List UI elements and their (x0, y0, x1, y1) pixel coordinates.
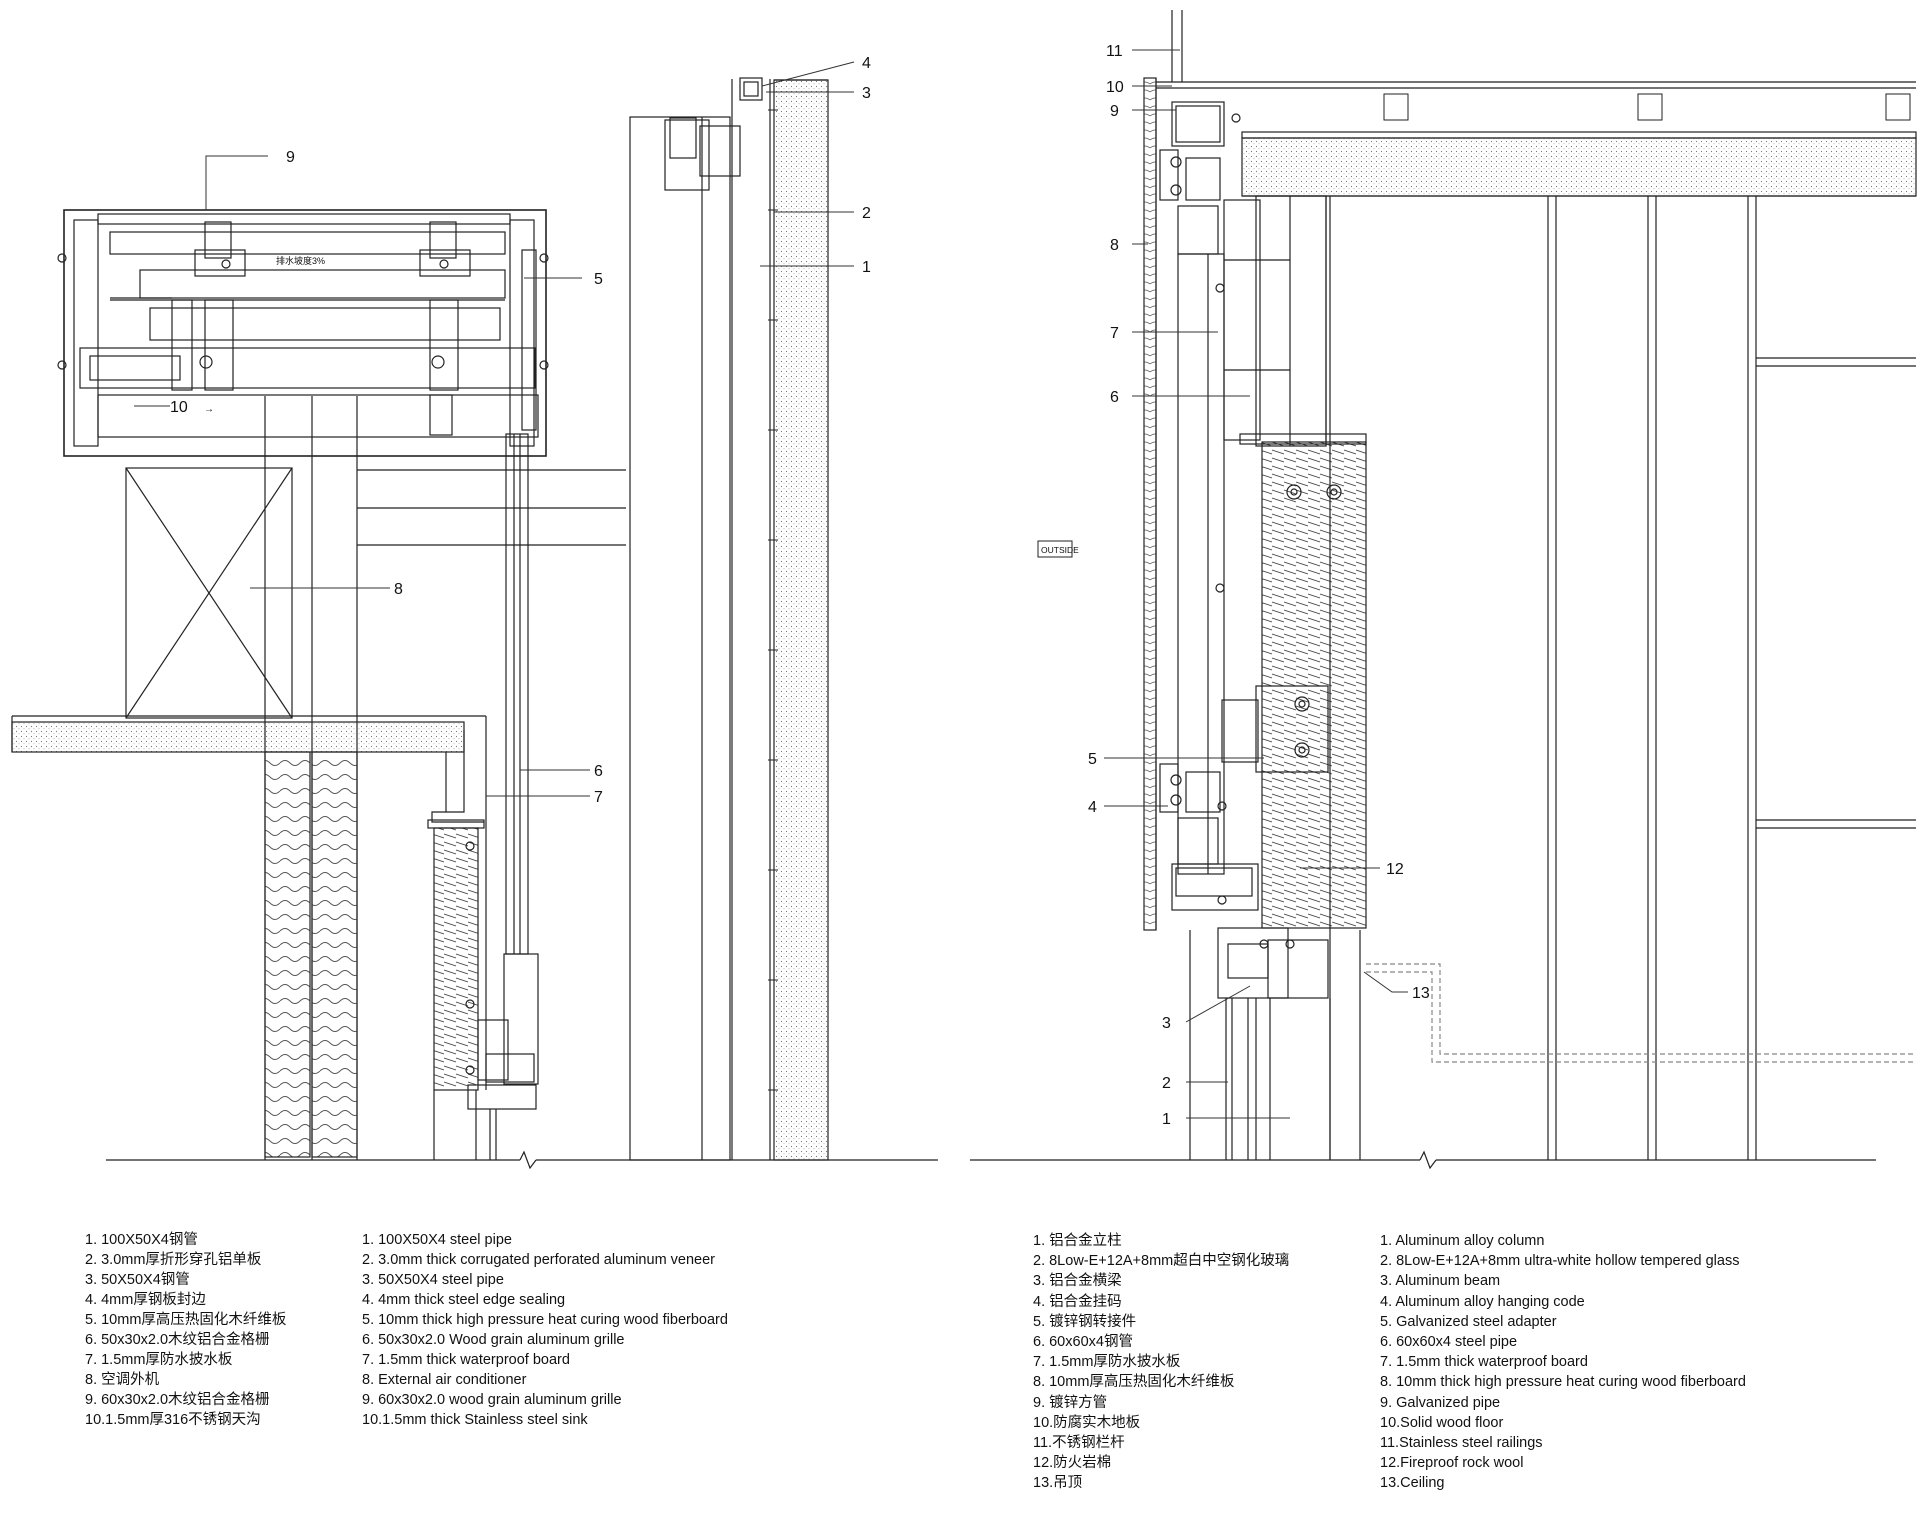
legend-item: 5. 10mm厚高压热固化木纤维板 (85, 1312, 287, 1328)
legend-item: 10.1.5mm厚316不锈钢天沟 (85, 1412, 261, 1428)
left-callouts: 9 10 8 5 6 7 4 3 2 1 (170, 55, 871, 806)
legend-item: 6. 50x30x2.0木纹铝合金格栅 (85, 1332, 270, 1348)
legend-left-chinese: 1. 100X50X4钢管 2. 3.0mm厚折形穿孔铝单板 3. 50X50X4钢… (85, 1230, 286, 1430)
legend-item: 10.防腐实木地板 (1033, 1414, 1141, 1431)
legend-item: 1. 铝合金立柱 (1033, 1233, 1122, 1249)
right-callout-7: 7 (1110, 325, 1119, 342)
legend-item: 12.Fireproof rock wool (1380, 1455, 1524, 1472)
legend-item: 7. 1.5mm thick waterproof board (362, 1352, 570, 1368)
legend-item: 11.Stainless steel railings (1380, 1434, 1543, 1451)
legend-item: 9. 60x30x2.0木纹铝合金格栅 (85, 1392, 270, 1408)
legend-item: 6. 50x30x2.0 Wood grain aluminum grille (362, 1332, 625, 1348)
legend-item: 8. External air conditioner (362, 1372, 527, 1388)
legend-item: 10.Solid wood floor (1380, 1414, 1504, 1431)
right-section-drawing (970, 10, 1917, 1170)
right-callout-11: 11 (1106, 43, 1123, 60)
legend-item: 3. 50X50X4 steel pipe (362, 1272, 504, 1288)
left-callout-2: 2 (862, 205, 871, 222)
legend-item: 7. 1.5mm厚防水披水板 (85, 1352, 233, 1368)
left-callout-10: 10 (170, 399, 188, 416)
outside-tag: OUTSIDE (1041, 545, 1079, 555)
legend-left-english: 1. 100X50X4 steel pipe 2. 3.0mm thick cor… (362, 1230, 728, 1430)
right-callout-3: 3 (1162, 1015, 1171, 1032)
legend-item: 5. 镀锌钢转接件 (1033, 1313, 1137, 1330)
right-callout-8: 8 (1110, 237, 1119, 254)
legend-item: 1. 100X50X4钢管 (85, 1232, 198, 1248)
legend-item: 10.1.5mm thick Stainless steel sink (362, 1412, 588, 1428)
legend-item: 3. 50X50X4钢管 (85, 1272, 190, 1288)
legend-item: 6. 60x60x4钢管 (1033, 1333, 1133, 1350)
right-callouts: 11 10 9 8 7 6 5 4 12 13 3 2 1 (1088, 43, 1430, 1128)
left-callout-4: 4 (862, 55, 871, 72)
legend-item: 4. 铝合金挂码 (1033, 1293, 1122, 1310)
legend-item: 13.Ceiling (1380, 1475, 1445, 1492)
legend-item: 3. 铝合金横梁 (1033, 1273, 1122, 1290)
legend-item: 8. 10mm thick high pressure heat curing … (1380, 1374, 1746, 1391)
svg-text:→: → (204, 404, 214, 415)
right-callout-13: 13 (1412, 985, 1430, 1002)
legend-item: 1. 100X50X4 steel pipe (362, 1232, 512, 1248)
left-callout-5: 5 (594, 271, 603, 288)
legend-item: 9. 60x30x2.0 wood grain aluminum grille (362, 1392, 622, 1408)
right-callout-9: 9 (1110, 103, 1119, 120)
right-callout-4: 4 (1088, 799, 1097, 816)
left-callout-7: 7 (594, 789, 603, 806)
legend-item: 2. 3.0mm thick corrugated perforated alu… (362, 1252, 716, 1268)
left-callout-9: 9 (286, 149, 295, 166)
slope-note: 排水坡度3% (276, 255, 325, 266)
legend-item: 4. Aluminum alloy hanging code (1380, 1293, 1585, 1310)
legend-item: 9. Galvanized pipe (1380, 1394, 1501, 1411)
legend-item: 5. Galvanized steel adapter (1380, 1313, 1557, 1330)
right-callout-10: 10 (1106, 79, 1124, 96)
legend-item: 12.防火岩棉 (1033, 1455, 1112, 1472)
legend-item: 8. 10mm厚高压热固化木纤维板 (1033, 1374, 1235, 1391)
legend-item: 11.不锈钢栏杆 (1033, 1434, 1125, 1451)
legend-item: 1. Aluminum alloy column (1380, 1233, 1545, 1249)
legend-right-english: 1. Aluminum alloy column 2. 8Low-E+12A+8m… (1380, 1231, 1746, 1493)
legend-item: 7. 1.5mm厚防水披水板 (1033, 1354, 1181, 1371)
legend-item: 4. 4mm厚钢板封边 (85, 1292, 206, 1308)
legend-item: 2. 8Low-E+12A+8mm超白中空钢化玻璃 (1033, 1253, 1290, 1270)
legend-item: 13.吊顶 (1033, 1475, 1083, 1492)
left-callout-8: 8 (394, 581, 403, 598)
right-callout-2: 2 (1162, 1075, 1171, 1092)
legend-item: 5. 10mm thick high pressure heat curing … (362, 1312, 728, 1328)
legend-item: 2. 8Low-E+12A+8mm ultra-white hollow tem… (1380, 1253, 1740, 1270)
legend-item: 6. 60x60x4 steel pipe (1380, 1333, 1518, 1350)
right-callout-12: 12 (1386, 861, 1404, 878)
right-callout-6: 6 (1110, 389, 1119, 406)
left-callout-3: 3 (862, 85, 871, 102)
legend-item: 9. 镀锌方管 (1033, 1394, 1108, 1411)
legend-item: 8. 空调外机 (85, 1372, 160, 1388)
legend-item: 2. 3.0mm厚折形穿孔铝单板 (85, 1252, 262, 1268)
legend-item: 4. 4mm thick steel edge sealing (362, 1292, 566, 1308)
legend-right-chinese: 1. 铝合金立柱 2. 8Low-E+12A+8mm超白中空钢化玻璃 3. 铝合金横… (1033, 1231, 1289, 1493)
legend-item: 3. Aluminum beam (1380, 1273, 1501, 1290)
right-callout-5: 5 (1088, 751, 1097, 768)
right-callout-1: 1 (1162, 1111, 1171, 1128)
legend-item: 7. 1.5mm thick waterproof board (1380, 1354, 1588, 1371)
left-section-drawing: → (11, 61, 938, 1170)
left-callout-1: 1 (862, 259, 871, 276)
left-callout-6: 6 (594, 763, 603, 780)
